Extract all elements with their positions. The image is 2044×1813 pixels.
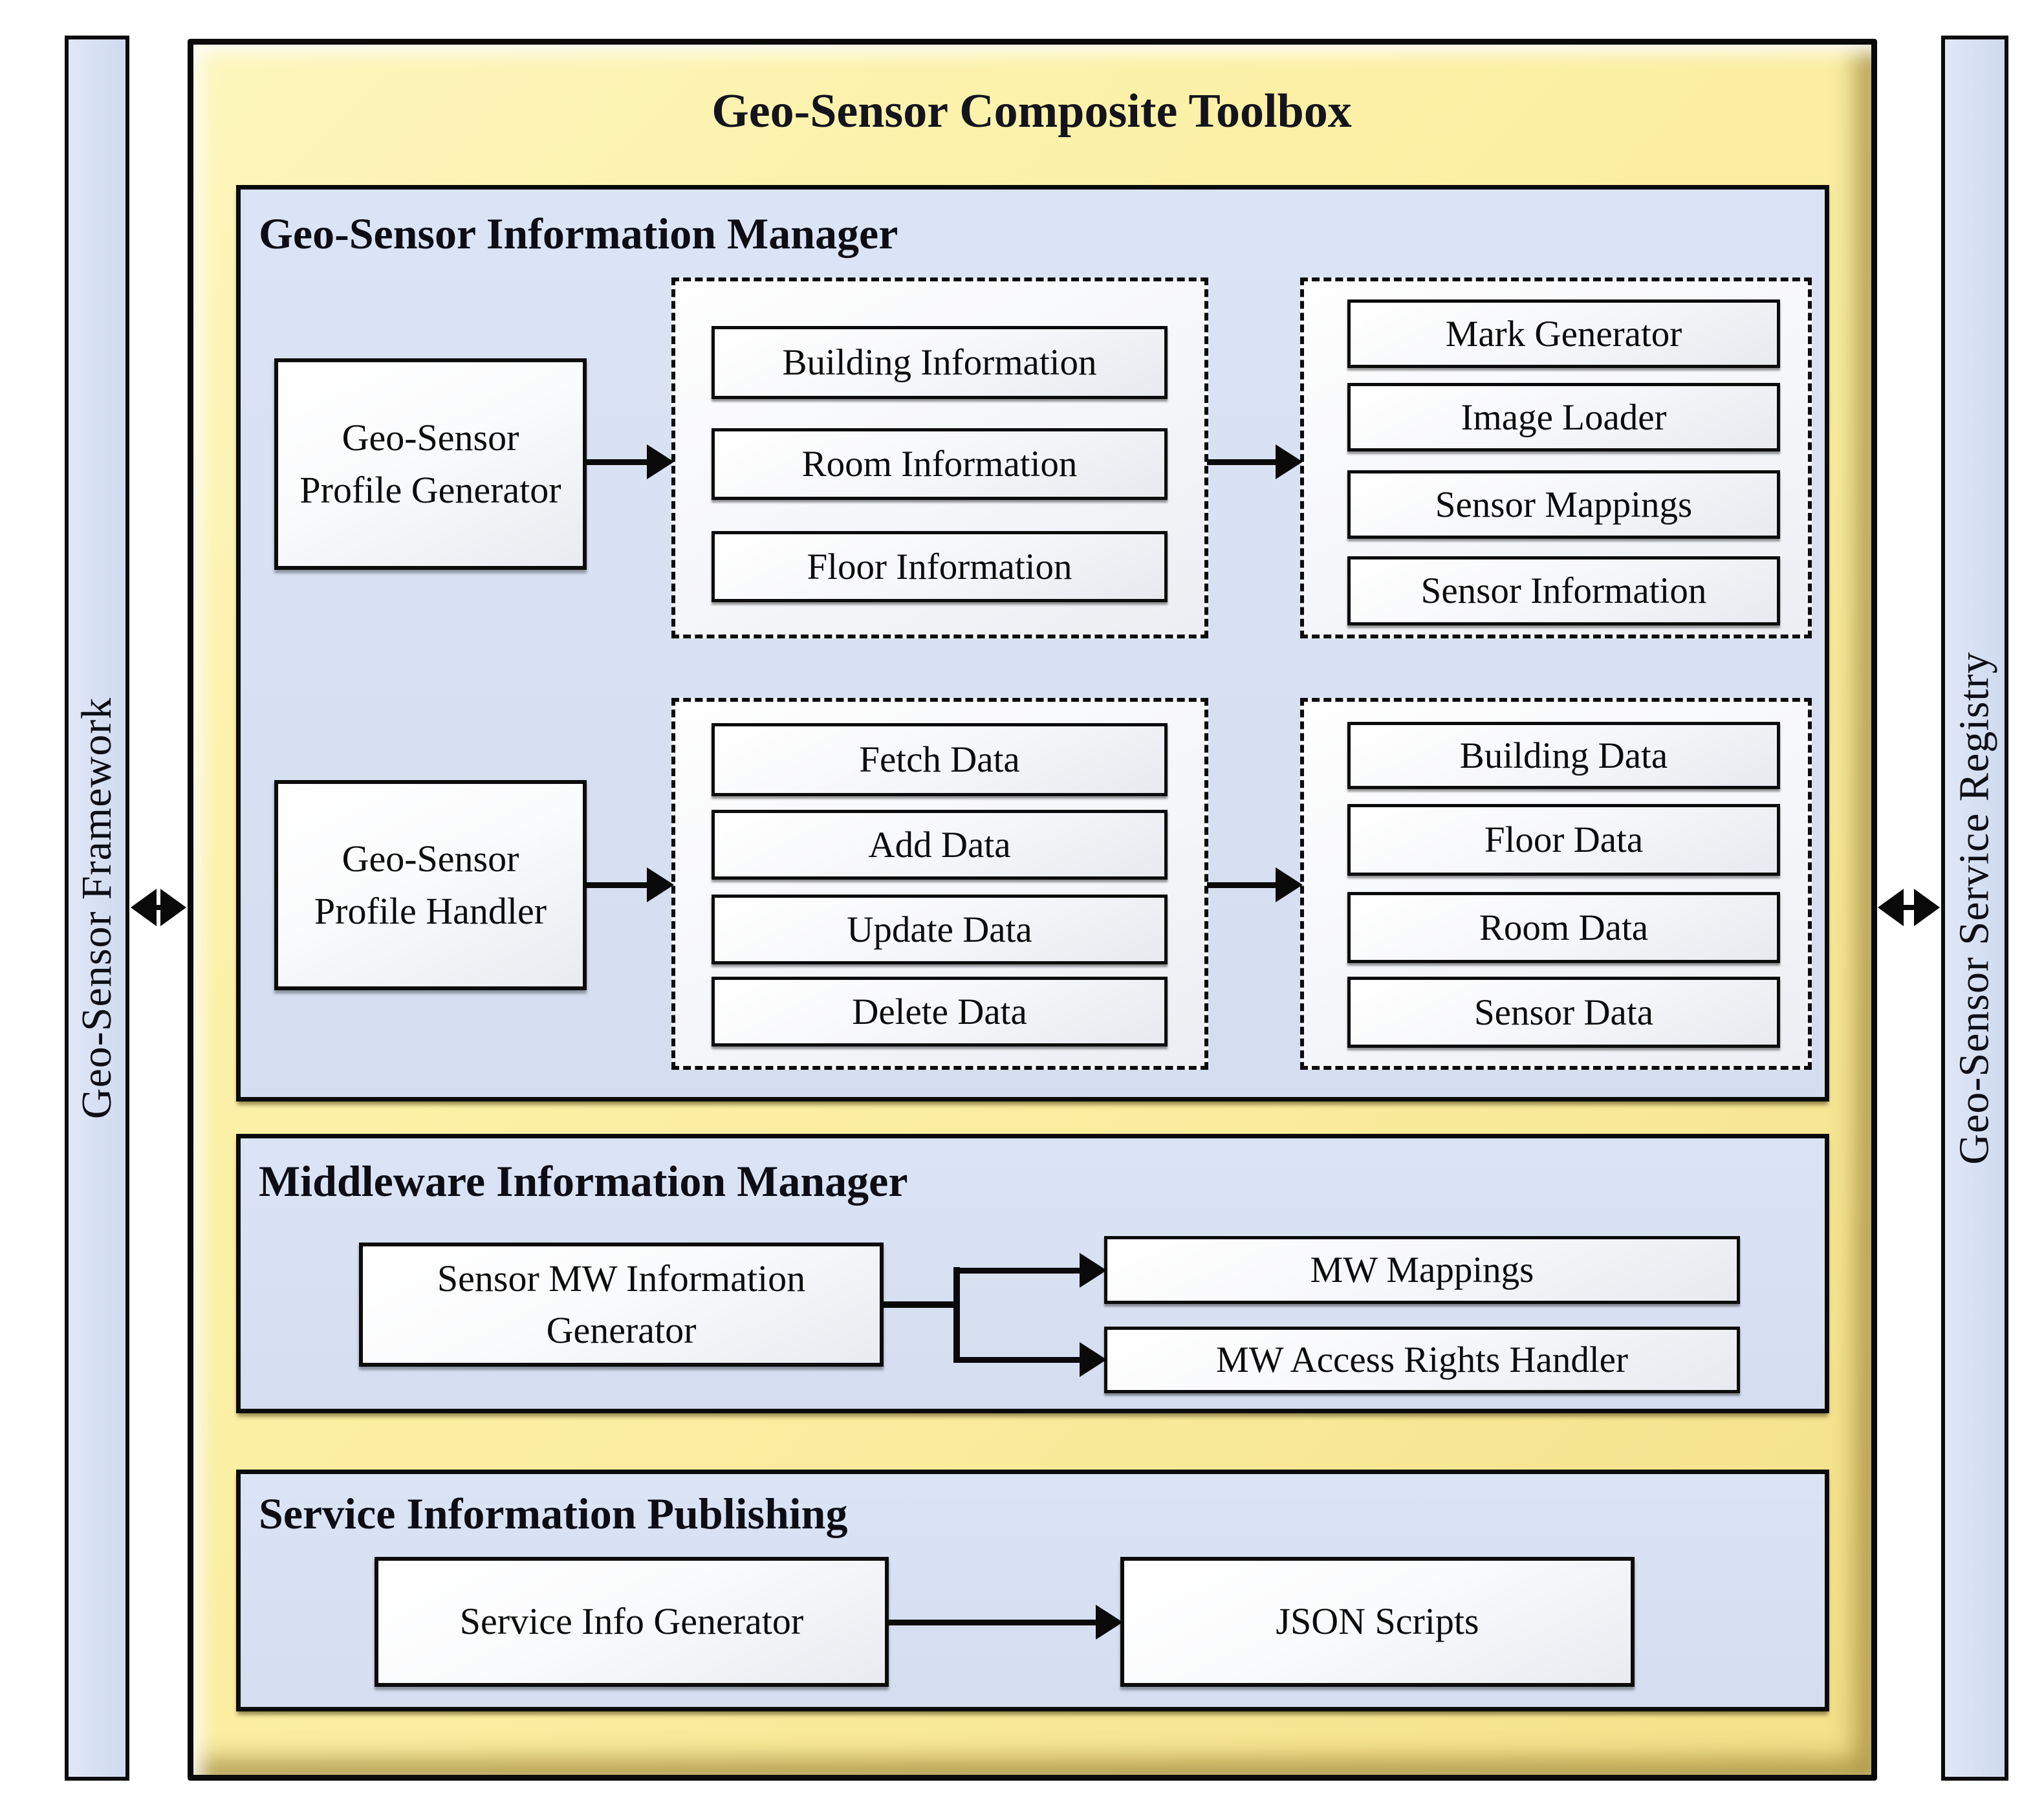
registry-link-arrow-icon bbox=[1878, 889, 1940, 926]
floor-data-box: Floor Data bbox=[1347, 804, 1780, 876]
arrow-shaft bbox=[953, 1268, 1083, 1274]
arrowhead-icon bbox=[647, 444, 674, 479]
room-data-box: Room Data bbox=[1347, 892, 1780, 963]
framework-bar-label: Geo-Sensor Framework bbox=[73, 697, 121, 1120]
service-info-generator-node: Service Info Generator bbox=[375, 1557, 889, 1687]
mw-information-generator-node: Sensor MW Information Generator bbox=[359, 1243, 884, 1367]
arrow-generator-to-outputs bbox=[585, 444, 674, 479]
arrowhead-icon bbox=[1276, 444, 1303, 479]
json-scripts-node: JSON Scripts bbox=[1120, 1557, 1635, 1687]
mw-branch-horizontal-segment bbox=[882, 1301, 960, 1308]
service-publishing-title: Service Information Publishing bbox=[259, 1489, 848, 1538]
arrow-shaft bbox=[953, 1357, 1083, 1363]
sensor-information-box: Sensor Information bbox=[1347, 556, 1780, 625]
service-registry-bar: Geo-Sensor Service Registry bbox=[1941, 36, 2008, 1781]
arrow-shaft bbox=[1207, 882, 1279, 888]
arrow-outputs-to-components bbox=[1207, 444, 1303, 479]
floor-information-box: Floor Information bbox=[712, 531, 1168, 602]
arrowhead-left-icon bbox=[131, 889, 157, 926]
profile-handler-node: Geo-Sensor Profile Handler bbox=[274, 780, 587, 990]
arrow-shaft bbox=[585, 882, 651, 888]
arrow-operations-to-datastores bbox=[1207, 867, 1303, 902]
arrow-service-to-json bbox=[887, 1605, 1123, 1640]
building-information-box: Building Information bbox=[712, 326, 1168, 399]
arrowhead-right-icon bbox=[160, 889, 186, 926]
arrow-shaft bbox=[1882, 905, 1936, 910]
sensor-data-box: Sensor Data bbox=[1347, 977, 1780, 1048]
framework-bar: Geo-Sensor Framework bbox=[65, 36, 129, 1781]
arrowhead-left-icon bbox=[1878, 889, 1904, 926]
building-data-box: Building Data bbox=[1347, 722, 1780, 789]
middleware-manager-title: Middleware Information Manager bbox=[259, 1156, 908, 1206]
service-registry-bar-label: Geo-Sensor Service Registry bbox=[1951, 651, 1998, 1165]
composite-toolbox-title: Geo-Sensor Composite Toolbox bbox=[712, 85, 1352, 138]
mw-access-rights-box: MW Access Rights Handler bbox=[1104, 1327, 1740, 1393]
profile-generator-node: Geo-Sensor Profile Generator bbox=[274, 358, 587, 570]
add-data-box: Add Data bbox=[712, 810, 1168, 880]
arrow-shaft bbox=[1207, 459, 1279, 465]
info-manager-title: Geo-Sensor Information Manager bbox=[259, 209, 898, 258]
arrow-handler-to-operations bbox=[585, 867, 674, 902]
arrow-to-mw-access-rights bbox=[953, 1342, 1107, 1377]
fetch-data-box: Fetch Data bbox=[712, 723, 1168, 796]
arrowhead-right-icon bbox=[1914, 889, 1940, 926]
arrow-to-mw-mappings bbox=[953, 1253, 1107, 1288]
arrowhead-icon bbox=[1276, 867, 1303, 902]
image-loader-box: Image Loader bbox=[1347, 383, 1780, 451]
sensor-mappings-box: Sensor Mappings bbox=[1347, 470, 1780, 539]
arrow-shaft bbox=[585, 459, 651, 465]
arrow-shaft bbox=[887, 1620, 1100, 1625]
arrowhead-icon bbox=[1080, 1342, 1107, 1377]
mw-branch-vertical-segment bbox=[953, 1267, 960, 1363]
framework-link-arrow-icon bbox=[131, 889, 186, 926]
arrowhead-icon bbox=[647, 867, 674, 902]
mark-generator-box: Mark Generator bbox=[1347, 299, 1780, 368]
arrow-shaft bbox=[135, 905, 182, 910]
update-data-box: Update Data bbox=[712, 895, 1168, 964]
room-information-box: Room Information bbox=[712, 428, 1168, 500]
arrowhead-icon bbox=[1096, 1605, 1123, 1640]
delete-data-box: Delete Data bbox=[712, 977, 1168, 1047]
arrowhead-icon bbox=[1080, 1253, 1107, 1288]
mw-mappings-box: MW Mappings bbox=[1104, 1236, 1740, 1304]
